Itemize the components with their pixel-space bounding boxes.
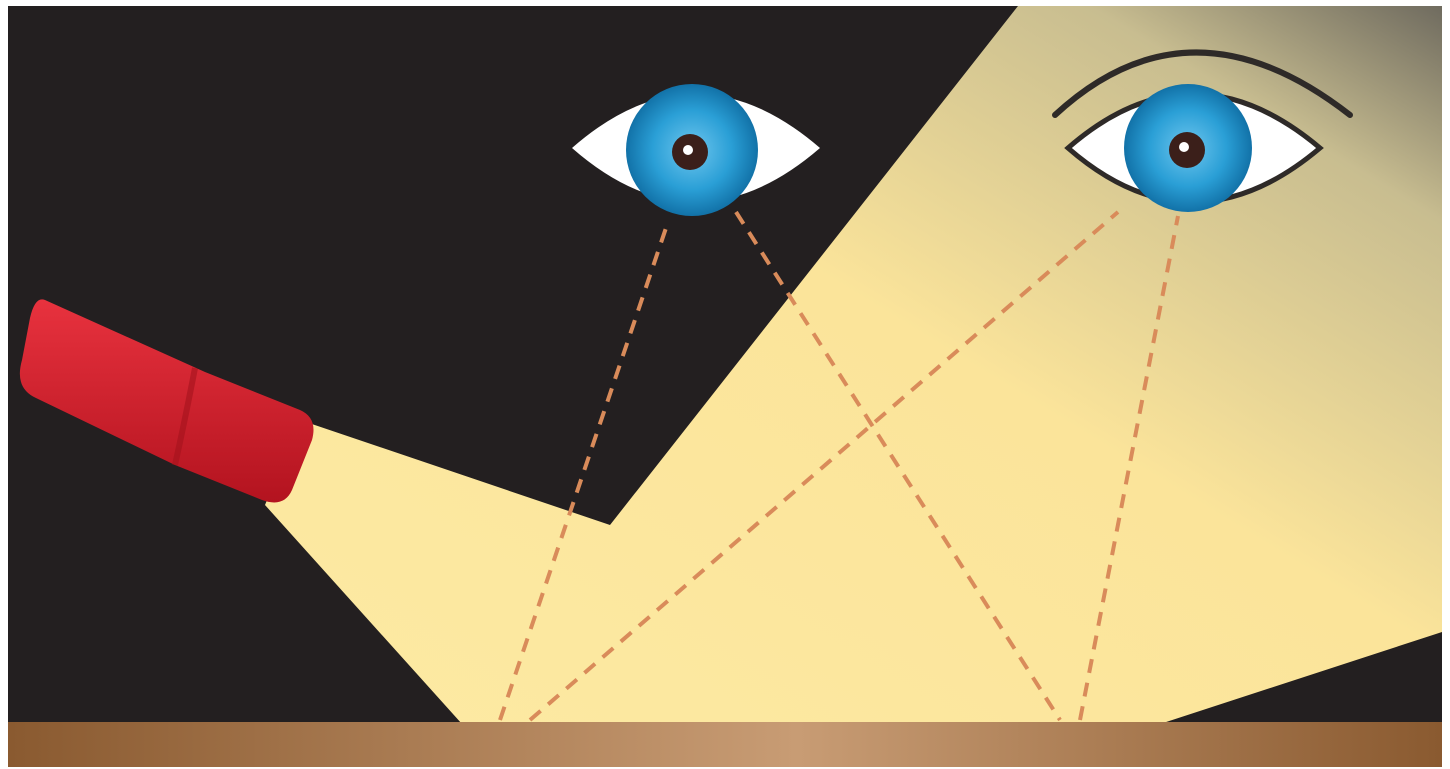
table-surface <box>8 722 1442 767</box>
eye-highlight <box>1179 142 1189 152</box>
eye-highlight <box>683 145 693 155</box>
